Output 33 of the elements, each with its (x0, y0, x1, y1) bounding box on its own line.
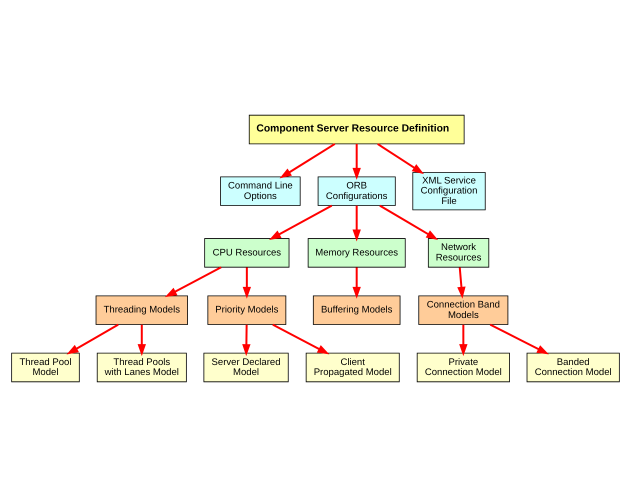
arrow (272, 323, 330, 354)
node-box: Thread Pools with Lanes Model (96, 352, 187, 382)
arrow (457, 266, 466, 298)
arrow (138, 324, 146, 356)
node-box: Command Line Options (220, 176, 301, 206)
arrow (459, 324, 468, 356)
arrow (379, 204, 438, 240)
arrow (242, 266, 252, 298)
arrow (280, 142, 336, 178)
node-box: Priority Models (207, 294, 286, 324)
node-box: Buffering Models (312, 294, 400, 324)
node-box: Banded Connection Model (526, 352, 620, 382)
arrow (66, 323, 119, 354)
node-box: Memory Resources (308, 238, 406, 268)
node-box: Thread Pool Model (11, 352, 80, 382)
arrow (269, 204, 332, 240)
node-box: Client Propagated Model (306, 352, 400, 382)
arrow (352, 205, 361, 242)
arrow (242, 324, 251, 356)
arrow (490, 323, 549, 354)
node-box: Network Resources (428, 238, 490, 268)
node-box: CPU Resources (204, 238, 290, 268)
arrow (377, 142, 424, 174)
arrow (164, 266, 222, 297)
node-box: ORB Configurations (318, 176, 396, 206)
arrow (352, 143, 361, 180)
node-box: Threading Models (96, 294, 188, 324)
node-box: Component Server Resource Definition (248, 114, 465, 144)
node-box: Connection Band Models (418, 294, 508, 324)
node-box: XML Service Configuration File (412, 172, 486, 210)
arrow (352, 266, 361, 298)
node-box: Server Declared Model (203, 352, 289, 382)
node-box: Private Connection Model (416, 352, 510, 382)
